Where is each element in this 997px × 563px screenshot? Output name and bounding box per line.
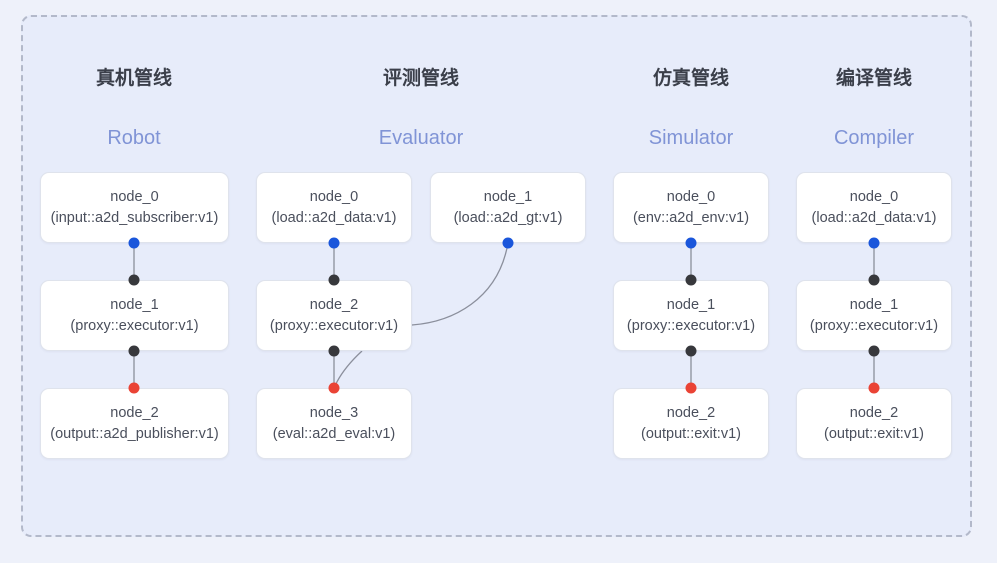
pipeline-title-robot: 真机管线 — [95, 68, 173, 89]
port-terminal-dot[interactable] — [128, 382, 140, 394]
node-spec-label: (output::exit:v1) — [824, 425, 924, 442]
node-box-evaluator-node-2[interactable]: node_2(proxy::executor:v1) — [256, 280, 412, 351]
pipeline-title-evaluator: 评测管线 — [382, 68, 460, 89]
port-source-dot[interactable] — [868, 237, 880, 249]
node-spec-label: (load::a2d_gt:v1) — [453, 209, 563, 226]
port-source-dot[interactable] — [328, 237, 340, 249]
port-sink-dot[interactable] — [128, 345, 140, 357]
port-terminal-dot[interactable] — [685, 382, 697, 394]
node-box-robot-node-2[interactable]: node_2(output::a2d_publisher:v1) — [40, 388, 229, 459]
node-spec-label: (proxy::executor:v1) — [70, 317, 199, 334]
node-spec-label: (proxy::executor:v1) — [809, 317, 939, 334]
node-name-label: node_2 — [849, 405, 899, 421]
pipeline-title-compiler: 编译管线 — [835, 68, 913, 89]
node-spec-label: (proxy::executor:v1) — [269, 317, 399, 334]
port-sink-dot[interactable] — [328, 274, 340, 286]
port-sink-dot[interactable] — [128, 274, 140, 286]
pipeline-subtitle-evaluator: Evaluator — [378, 127, 464, 149]
pipeline-subtitle-compiler: Compiler — [833, 127, 915, 149]
node-box-compiler-node-2[interactable]: node_2(output::exit:v1) — [796, 388, 952, 459]
node-box-compiler-node-1[interactable]: node_1(proxy::executor:v1) — [796, 280, 952, 351]
node-name-label: node_2 — [110, 405, 159, 421]
node-name-label: node_3 — [309, 405, 359, 421]
node-spec-label: (eval::a2d_eval:v1) — [272, 425, 396, 442]
node-box-evaluator-node-0[interactable]: node_0(load::a2d_data:v1) — [256, 172, 412, 243]
pipeline-title-simulator: 仿真管线 — [652, 68, 730, 89]
node-spec-label: (load::a2d_data:v1) — [271, 209, 397, 226]
node-name-label: node_2 — [666, 405, 716, 421]
node-box-robot-node-1[interactable]: node_1(proxy::executor:v1) — [40, 280, 229, 351]
node-spec-label: (input::a2d_subscriber:v1) — [50, 209, 219, 226]
port-sink-dot[interactable] — [868, 274, 880, 286]
node-spec-label: (output::exit:v1) — [641, 425, 741, 442]
port-source-dot[interactable] — [502, 237, 514, 249]
node-box-compiler-node-0[interactable]: node_0(load::a2d_data:v1) — [796, 172, 952, 243]
node-name-label: node_0 — [666, 189, 716, 205]
port-sink-dot[interactable] — [685, 345, 697, 357]
port-sink-dot[interactable] — [328, 345, 340, 357]
pipeline-subtitle-robot: Robot — [107, 127, 161, 149]
port-source-dot[interactable] — [685, 237, 697, 249]
node-box-evaluator-node-3[interactable]: node_3(eval::a2d_eval:v1) — [256, 388, 412, 459]
node-box-simulator-node-1[interactable]: node_1(proxy::executor:v1) — [613, 280, 769, 351]
node-spec-label: (output::a2d_publisher:v1) — [50, 425, 219, 442]
node-box-evaluator-node-1[interactable]: node_1(load::a2d_gt:v1) — [430, 172, 586, 243]
node-name-label: node_1 — [110, 297, 159, 313]
port-terminal-dot[interactable] — [328, 382, 340, 394]
port-sink-dot[interactable] — [868, 345, 880, 357]
port-source-dot[interactable] — [128, 237, 140, 249]
node-spec-label: (load::a2d_data:v1) — [811, 209, 937, 226]
node-box-simulator-node-0[interactable]: node_0(env::a2d_env:v1) — [613, 172, 769, 243]
node-name-label: node_0 — [309, 189, 359, 205]
node-box-simulator-node-2[interactable]: node_2(output::exit:v1) — [613, 388, 769, 459]
port-terminal-dot[interactable] — [868, 382, 880, 394]
node-name-label: node_0 — [110, 189, 159, 205]
port-sink-dot[interactable] — [685, 274, 697, 286]
node-spec-label: (env::a2d_env:v1) — [632, 209, 750, 226]
pipeline-subtitle-simulator: Simulator — [648, 127, 734, 149]
node-name-label: node_1 — [483, 189, 533, 205]
node-name-label: node_1 — [849, 297, 899, 313]
node-name-label: node_0 — [849, 189, 899, 205]
node-name-label: node_2 — [309, 297, 359, 313]
node-name-label: node_1 — [666, 297, 716, 313]
node-spec-label: (proxy::executor:v1) — [626, 317, 756, 334]
node-box-robot-node-0[interactable]: node_0(input::a2d_subscriber:v1) — [40, 172, 229, 243]
